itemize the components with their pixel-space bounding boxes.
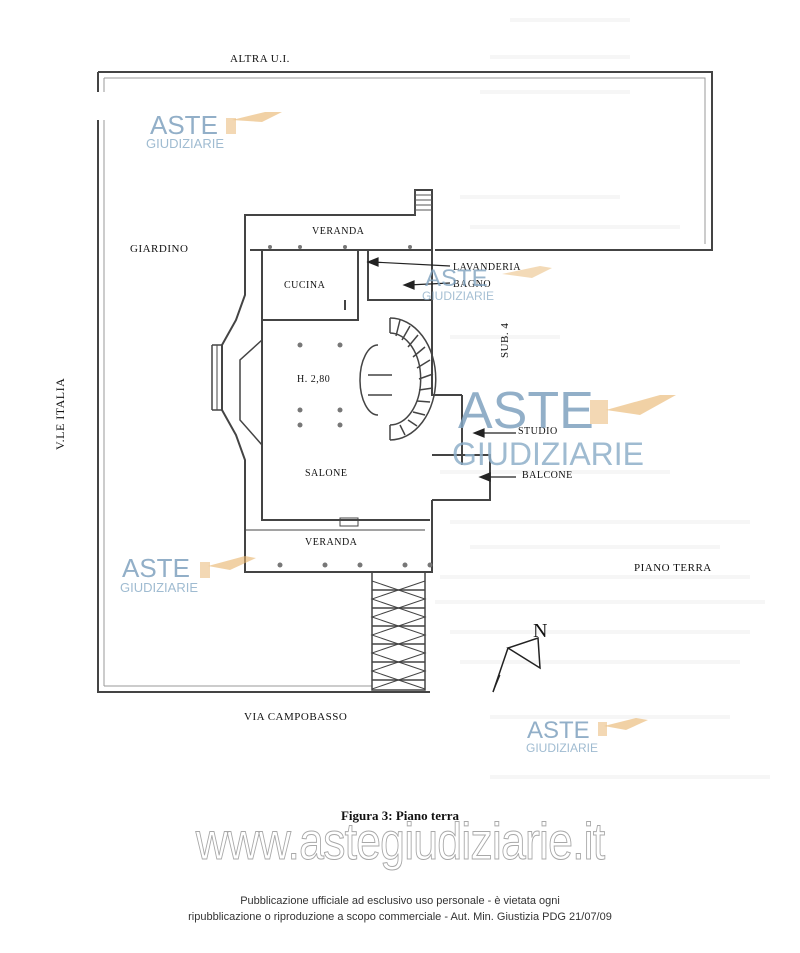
gavel-icon xyxy=(604,718,648,730)
label-giardino: GIARDINO xyxy=(130,243,188,255)
watermark-giudiziarie: GIUDIZIARIE xyxy=(452,436,644,472)
floor-plan: ALTRA U.I. GIARDINO VERANDA LAVANDERIA B… xyxy=(53,53,713,755)
label-sub4: SUB. 4 xyxy=(499,323,511,358)
watermark-4: ASTE GIUDIZIARIE xyxy=(120,553,256,595)
column-dots xyxy=(268,245,433,568)
watermark-aste: ASTE xyxy=(150,110,218,140)
watermark-aste: ASTE xyxy=(122,553,190,583)
gavel-icon xyxy=(502,266,552,278)
label-arrows xyxy=(366,257,516,482)
label-lavanderia: LAVANDERIA xyxy=(453,262,521,273)
boundary-left-bottom xyxy=(97,120,430,693)
label-veranda-top: VERANDA xyxy=(312,226,365,237)
label-balcone: BALCONE xyxy=(522,470,573,481)
gavel-icon xyxy=(232,112,282,122)
label-piano-terra: PIANO TERRA xyxy=(634,562,712,574)
label-north: N xyxy=(533,620,548,642)
label-via: VIA CAMPOBASSO xyxy=(244,711,347,723)
disclaimer: Pubblicazione ufficiale ad esclusivo uso… xyxy=(0,893,800,925)
watermark-giudiziarie: GIUDIZIARIE xyxy=(422,289,494,303)
watermark-giudiziarie: GIUDIZIARIE xyxy=(120,580,198,595)
label-bagno: BAGNO xyxy=(453,279,491,290)
building-walls xyxy=(211,189,491,573)
bleed-through-text xyxy=(430,0,800,953)
watermark-1: ASTE GIUDIZIARIE xyxy=(146,110,282,151)
disclaimer-line-1: Pubblicazione ufficiale ad esclusivo uso… xyxy=(240,895,560,907)
label-veranda-bottom: VERANDA xyxy=(305,537,358,548)
watermark-5: ASTE GIUDIZIARIE xyxy=(526,717,648,755)
watermark-giudiziarie: GIUDIZIARIE xyxy=(526,741,598,755)
gavel-icon xyxy=(208,556,256,570)
stair-top xyxy=(414,190,432,215)
watermark-3: ASTE GIUDIZIARIE xyxy=(452,382,676,472)
watermark-aste: ASTE xyxy=(458,382,594,440)
boundary-top-right xyxy=(98,71,713,251)
site-watermark: www.astegiudiziarie.it xyxy=(195,813,605,872)
label-salone: SALONE xyxy=(305,468,347,479)
disclaimer-line-2: ripubblicazione o riproduzione a scopo c… xyxy=(188,911,612,923)
label-height: H. 2,80 xyxy=(297,374,330,385)
watermark-aste: ASTE xyxy=(425,265,488,292)
watermark-aste: ASTE xyxy=(527,717,590,744)
watermark-giudiziarie: GIUDIZIARIE xyxy=(146,136,224,151)
spiral-staircase xyxy=(359,317,437,441)
gavel-icon xyxy=(606,395,676,415)
watermark-2: ASTE GIUDIZIARIE xyxy=(422,265,552,303)
label-viale: V.LE ITALIA xyxy=(53,378,67,450)
north-arrow-icon xyxy=(492,636,541,693)
label-cucina: CUCINA xyxy=(284,280,326,291)
label-studio: STUDIO xyxy=(518,426,558,437)
label-altra: ALTRA U.I. xyxy=(230,53,290,65)
figure-caption: Figura 3: Piano terra xyxy=(340,808,460,823)
stair-bottom xyxy=(370,571,427,691)
